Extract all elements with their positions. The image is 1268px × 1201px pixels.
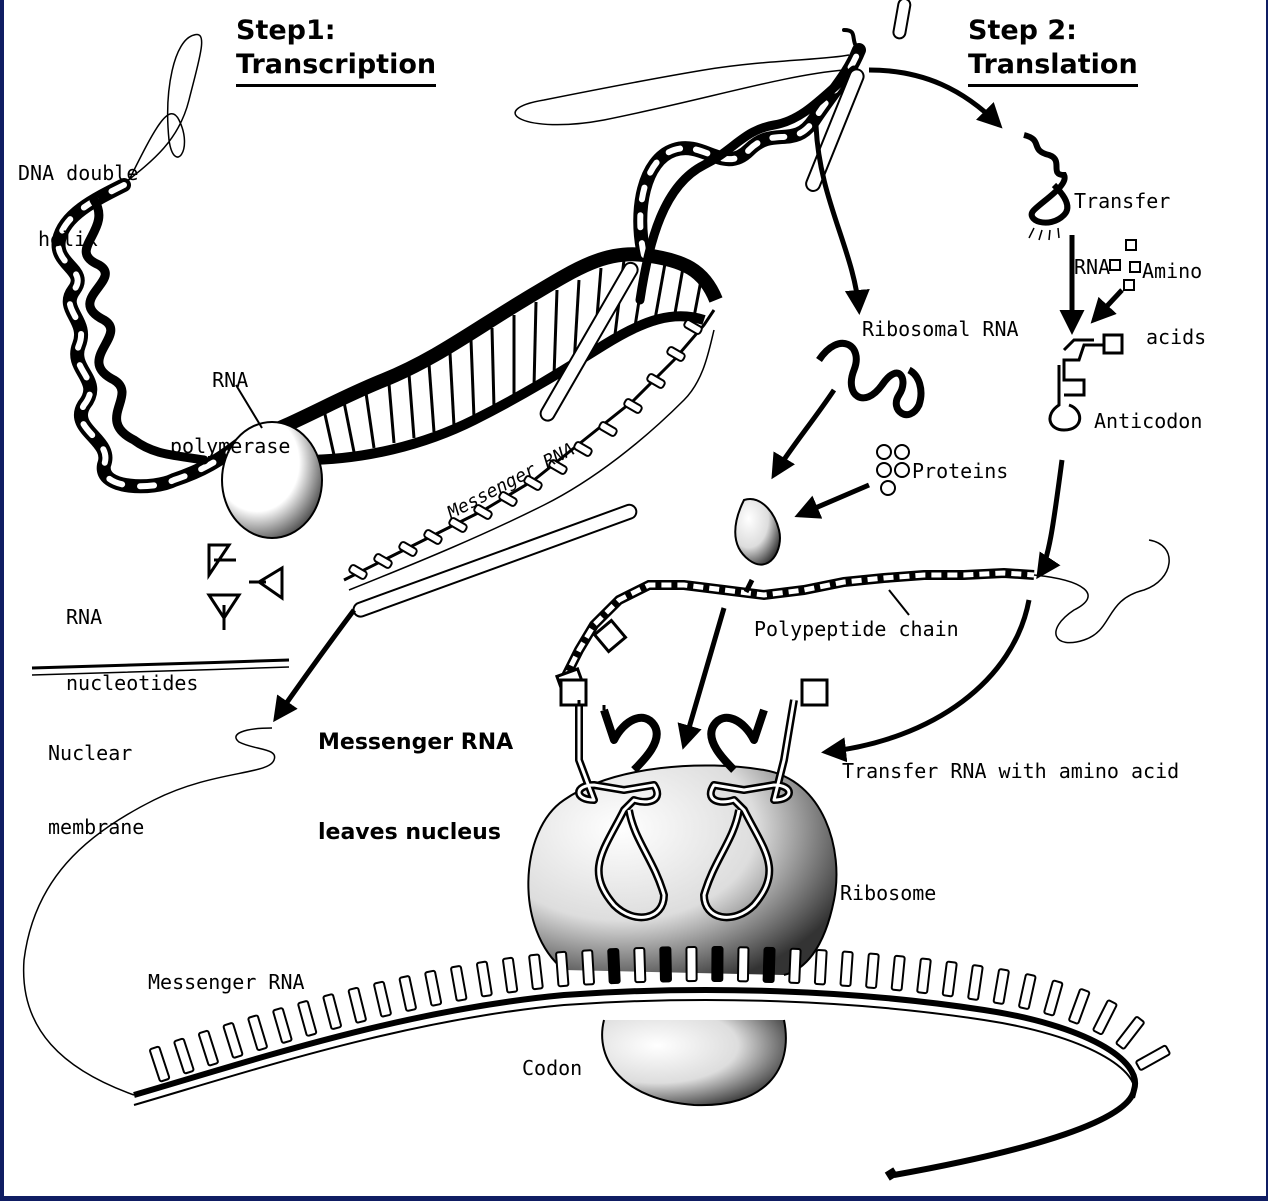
codon-base: [712, 947, 722, 981]
rna-nucleotides: [209, 545, 282, 630]
codon-base: [993, 969, 1009, 1004]
label-line: leaves nucleus: [318, 818, 513, 848]
step2-number: Step 2:: [968, 14, 1138, 48]
codon-base: [892, 956, 905, 991]
label-line: membrane: [48, 816, 144, 838]
codon-base: [273, 1008, 292, 1043]
codon-base: [348, 988, 366, 1023]
trna-amino-squares: [561, 680, 827, 705]
label-transfer-rna-with-amino-acid: Transfer RNA with amino acid: [842, 760, 1179, 782]
codon-base: [917, 958, 931, 993]
codon-base: [660, 947, 671, 981]
label-polypeptide-chain: Polypeptide chain: [754, 618, 959, 640]
step2-name: Translation: [968, 48, 1138, 87]
step1-number: Step1:: [236, 14, 436, 48]
label-nuclear-membrane: Nuclear membrane: [48, 698, 144, 860]
codon-base: [323, 994, 341, 1029]
codon-base: [968, 965, 983, 1000]
label-rna-polymerase: RNA polymerase: [170, 325, 290, 479]
label-line: Nuclear: [48, 742, 144, 764]
codon-base: [738, 947, 749, 981]
label-anticodon: Anticodon: [1094, 410, 1202, 432]
codon-base: [1019, 974, 1036, 1009]
label-line: helix: [18, 228, 138, 250]
codon-base: [764, 948, 775, 982]
codon-base: [815, 950, 827, 985]
codon-base: [1044, 980, 1063, 1015]
label-line: DNA double: [18, 162, 138, 184]
codon-base: [223, 1023, 243, 1058]
label-line: RNA: [66, 606, 198, 628]
codon-base: [451, 966, 467, 1001]
codon-base: [529, 954, 543, 989]
label-line: acids: [1142, 326, 1206, 348]
codon-base: [943, 961, 957, 996]
protein-circles: [877, 445, 909, 495]
label-line: RNA: [170, 369, 290, 391]
codon-base: [399, 976, 416, 1011]
codon-base: [1116, 1016, 1145, 1049]
codon-base: [503, 958, 518, 993]
codon-base: [840, 952, 852, 987]
codon-base: [582, 950, 594, 985]
codon-base: [477, 961, 492, 996]
codon-base: [1136, 1045, 1171, 1070]
label-mrna-leaves-nucleus: Messenger RNA leaves nucleus: [318, 668, 513, 878]
codon-base: [150, 1046, 170, 1081]
label-ribosomal-rna: Ribosomal RNA: [862, 318, 1019, 340]
label-line: Amino: [1142, 260, 1206, 282]
label-line: Transfer: [1074, 190, 1170, 212]
transfer-rna-free: [1024, 135, 1067, 223]
codon-base: [374, 981, 391, 1016]
codon-base: [248, 1015, 267, 1050]
step1-name: Transcription: [236, 48, 436, 87]
step1-heading: Step1: Transcription: [236, 14, 436, 87]
trna-anticodon-lines: [1029, 228, 1059, 240]
ribosomal-rna-curl: [819, 343, 921, 414]
ribosome: [528, 765, 836, 1105]
codon-base: [1069, 989, 1090, 1024]
label-rna-nucleotides: RNA nucleotides: [66, 562, 198, 716]
label-line: polymerase: [170, 435, 290, 457]
codon-base: [556, 952, 569, 987]
codon-base: [789, 949, 800, 983]
step2-heading: Step 2: Translation: [968, 14, 1138, 87]
ribosome-subunit-forming: [735, 499, 780, 565]
codon-base: [608, 949, 620, 983]
codon-base: [1093, 1000, 1117, 1035]
codon-base: [866, 953, 879, 988]
label-messenger-rna: Messenger RNA: [148, 971, 305, 993]
label-line: Messenger RNA: [318, 728, 513, 758]
codon-base: [425, 971, 441, 1006]
label-codon: Codon: [522, 1057, 582, 1079]
codon-base: [686, 947, 696, 981]
codon-base: [634, 948, 645, 982]
label-line: nucleotides: [66, 672, 198, 694]
codon-base: [174, 1038, 194, 1073]
codon-base: [298, 1001, 317, 1036]
diagram-canvas: Step1: Transcription Step 2: Translation…: [4, 0, 1266, 1196]
label-ribosome: Ribosome: [840, 882, 936, 904]
label-dna-double-helix: DNA double helix: [18, 118, 138, 272]
label-amino-acids: Amino acids: [1142, 216, 1206, 370]
codon-base: [198, 1030, 218, 1065]
label-proteins: Proteins: [912, 460, 1008, 482]
